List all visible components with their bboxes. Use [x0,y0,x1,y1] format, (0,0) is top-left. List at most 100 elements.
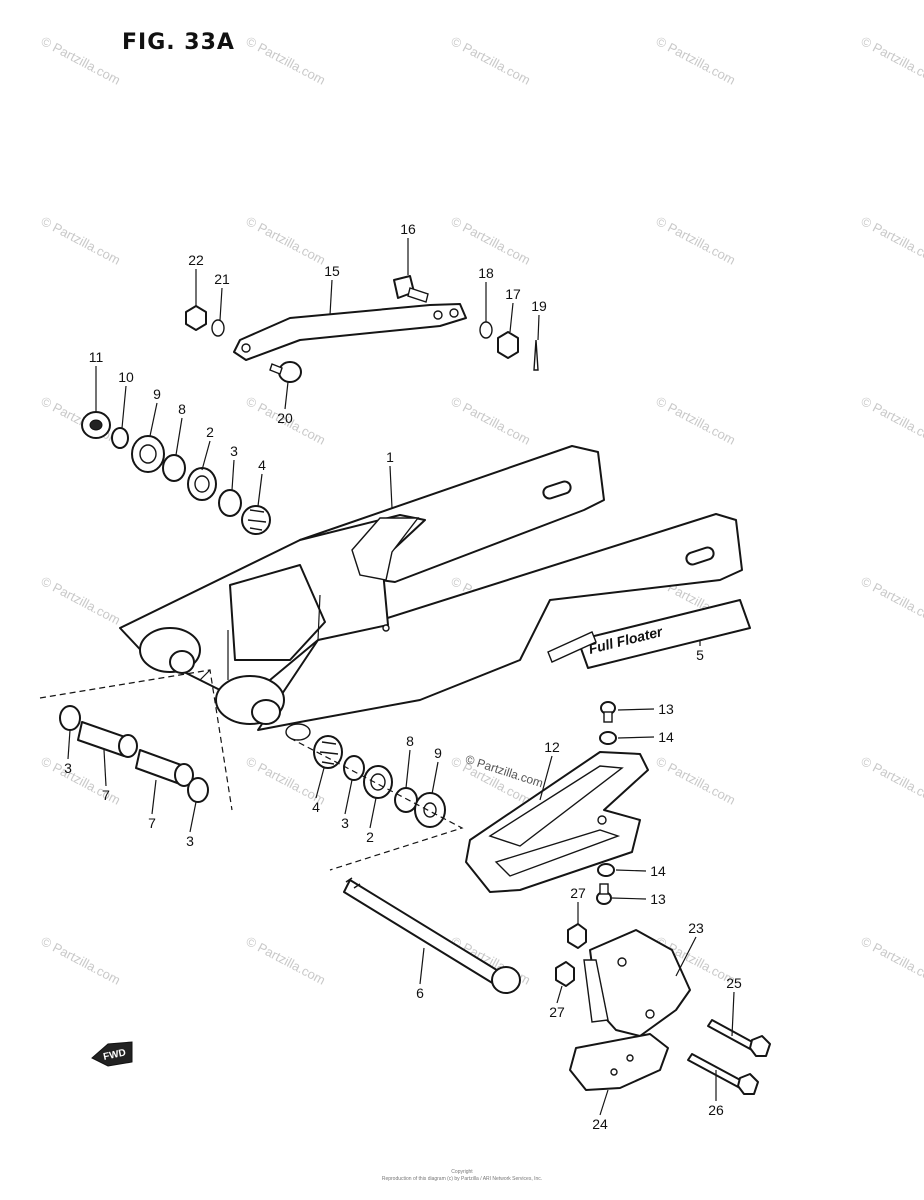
watermark-tile: © Partzilla.com [39,33,123,87]
watermark-tile: © Partzilla.com [39,933,123,987]
callout-8: 8 [178,401,186,417]
callout-16: 16 [400,221,416,237]
right-pivot-hardware [289,735,464,871]
callout-25: 25 [726,975,742,991]
leader-line-23 [675,936,697,977]
callout-3: 3 [230,443,238,459]
leader-line-3 [67,729,71,760]
leader-line-3 [344,779,353,815]
leader-line-6 [419,947,425,985]
callout-27: 27 [549,1004,565,1020]
watermark-tile: © Partzilla.com [859,933,924,987]
lower-left-spacers [39,669,233,811]
callout-2: 2 [206,424,214,440]
callout-3: 3 [64,760,72,776]
watermark-tile: © Partzilla.com [39,753,123,807]
callout-22: 22 [188,252,204,268]
callout-21: 21 [214,271,230,287]
callout-8: 8 [406,733,414,749]
watermark-tile: © Partzilla.com [859,33,924,87]
callout-4: 4 [258,457,266,473]
callout-leader-lines [67,238,735,1116]
watermark-tile: © Partzilla.com [449,393,533,447]
callout-9: 9 [153,386,161,402]
leader-line-9 [431,761,439,795]
watermark-tile: © Partzilla.com [449,33,533,87]
leader-line-3 [189,801,197,833]
callout-2: 2 [366,829,374,845]
callout-4: 4 [312,799,320,815]
leader-line-7 [103,749,107,787]
callout-10: 10 [118,369,134,385]
torque-link-drawing [185,275,539,383]
leader-line-17 [509,302,514,333]
callout-14: 14 [658,729,674,745]
leader-line-1 [389,465,393,509]
watermark-tile: © Partzilla.com [859,753,924,807]
leader-line-12 [539,755,553,801]
callout-6: 6 [416,985,424,1001]
leader-line-14 [617,736,655,739]
leader-line-4 [257,473,263,507]
leader-line-13 [617,708,655,711]
leader-line-21 [219,287,223,321]
leader-line-2 [201,440,211,471]
callout-20: 20 [277,410,293,426]
watermark-tile: © Partzilla.com [654,33,738,87]
leader-line-3 [231,459,235,491]
leader-line-25 [731,991,735,1037]
callout-13: 13 [650,891,666,907]
watermark-tile: © Partzilla.com [449,213,533,267]
leader-line-7 [151,779,157,815]
callout-27: 27 [570,885,586,901]
callout-12: 12 [544,739,560,755]
forward-arrow-label: FWD [102,1047,127,1062]
watermark-tile: © Partzilla.com [39,213,123,267]
leader-line-19 [537,314,540,341]
watermark-tile: © Partzilla.com [244,33,328,87]
leader-line-8 [175,417,183,456]
leader-line-4 [315,767,325,799]
leader-line-20 [284,381,289,410]
callout-1: 1 [386,449,394,465]
leader-line-13 [611,897,647,900]
left-pivot-hardware [81,411,271,535]
watermark-tile: © Partzilla.com [39,573,123,627]
callout-23: 23 [688,920,704,936]
callout-7: 7 [148,815,156,831]
forward-direction-arrow: FWD [91,1041,133,1067]
watermark-tile: © Partzilla.com [654,393,738,447]
callout-14: 14 [650,863,666,879]
callout-7: 7 [102,787,110,803]
watermark-tile: © Partzilla.com [859,573,924,627]
guide-fasteners [596,701,617,905]
callout-5: 5 [696,647,704,663]
leader-line-10 [121,385,127,429]
callout-3: 3 [341,815,349,831]
leader-line-27 [556,985,563,1004]
watermark-tile: © Partzilla.com [244,213,328,267]
callout-19: 19 [531,298,547,314]
figure-title: FIG. 33A [122,30,235,55]
watermark-tile: © Partzilla.com [244,933,328,987]
callout-9: 9 [434,745,442,761]
footer-notice: Reproduction of this diagram (c) by Part… [381,1176,543,1182]
swingarm-drawing [119,445,743,741]
chain-roller-bracket [555,923,771,1095]
leader-line-9 [149,402,158,437]
leader-line-15 [329,279,333,316]
callout-24: 24 [592,1116,608,1132]
callout-13: 13 [658,701,674,717]
watermark-tile: © Partzilla.com [654,753,738,807]
watermark-tile: © Partzilla.com [39,393,123,447]
leader-line-14 [615,869,647,872]
chain-guide [465,751,649,893]
callout-11: 11 [89,349,104,365]
brand-decal: Full Floater [547,599,751,669]
leader-line-8 [405,749,411,789]
watermark-tile: © Partzilla.com [654,213,738,267]
footer-copyright: Copyright [451,1169,473,1175]
callout-3: 3 [186,833,194,849]
